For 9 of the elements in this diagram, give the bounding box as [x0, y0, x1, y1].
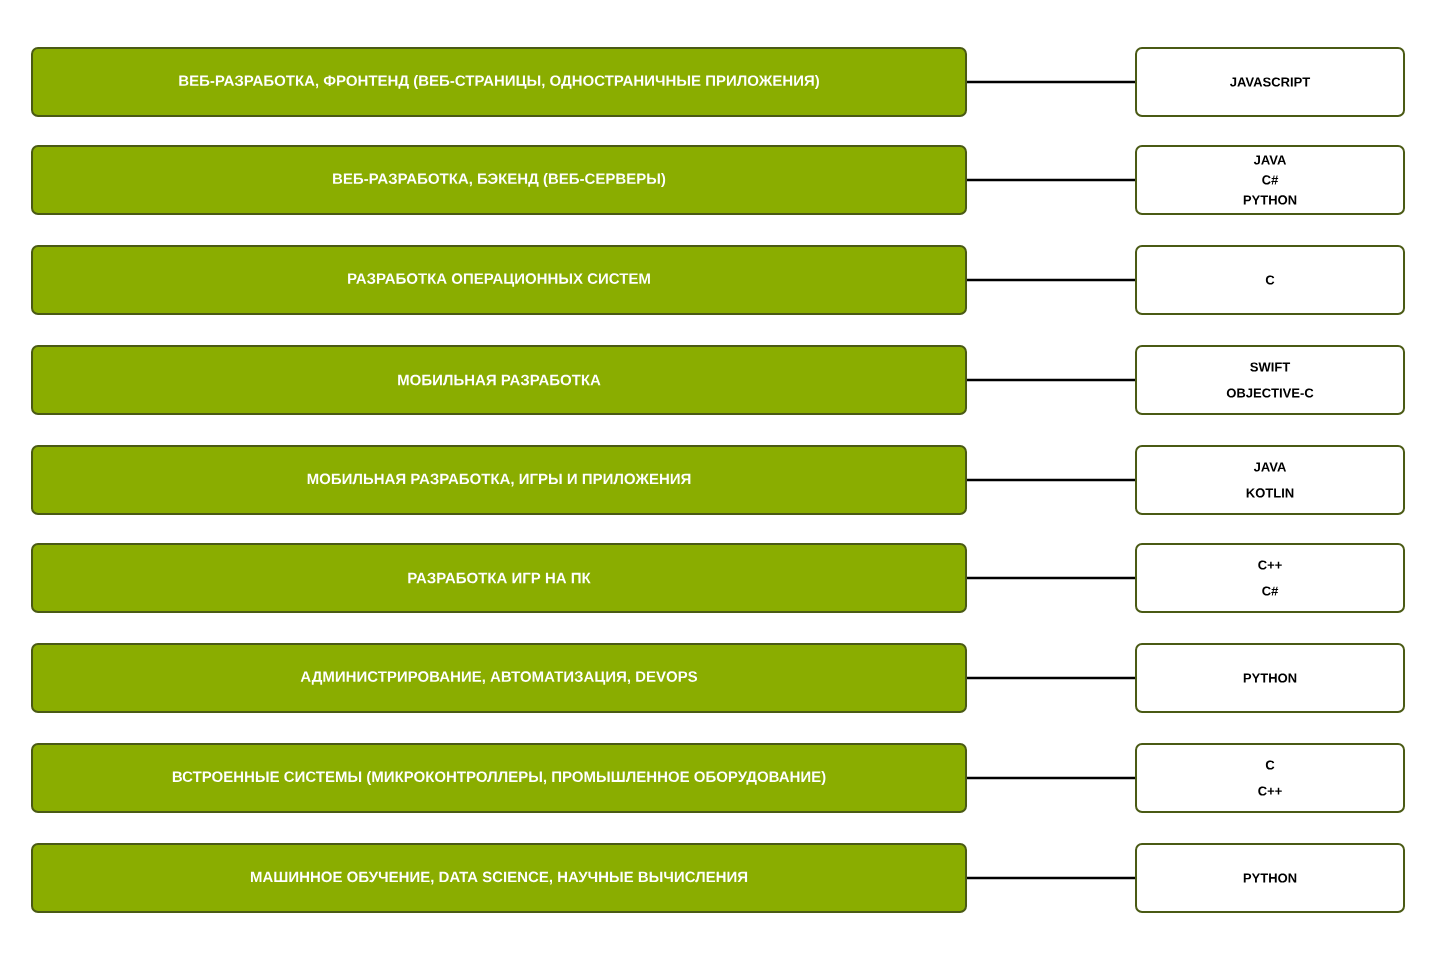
connector-line — [967, 478, 1135, 482]
connector-line — [967, 80, 1135, 84]
connector-line — [967, 676, 1135, 680]
connector-line — [967, 278, 1135, 282]
connector-line — [967, 876, 1135, 880]
connector-line — [967, 776, 1135, 780]
connector-line — [967, 178, 1135, 182]
connector-line — [967, 378, 1135, 382]
connector-line — [967, 576, 1135, 580]
